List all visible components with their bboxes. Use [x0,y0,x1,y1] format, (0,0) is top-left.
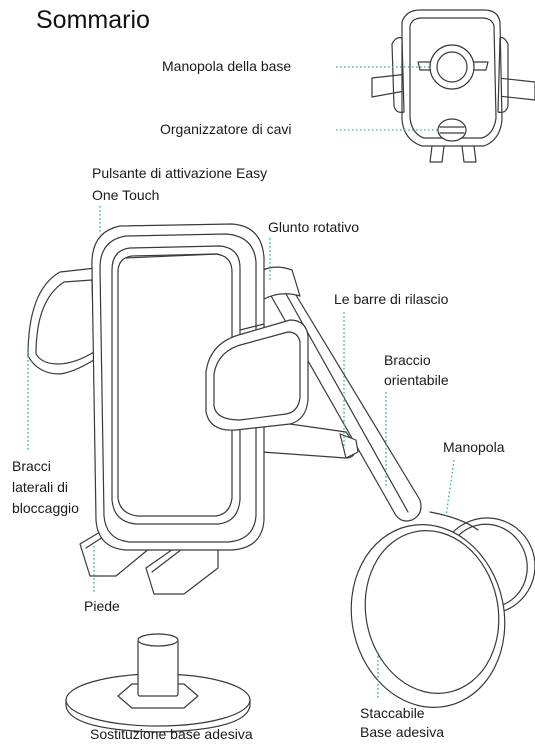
back-view-illustration [372,10,535,162]
label-easy-touch: Pulsante di attivazione Easy One Touch [92,162,267,206]
label-swivel-joint: Glunto rotativo [268,218,359,237]
label-arm-line1: Braccio [384,350,449,370]
label-base-knob: Manopola della base [162,57,291,76]
label-detachable-line1: Staccabile [360,704,444,723]
replacement-pad-illustration [66,634,250,732]
label-arm-line2: orientabile [384,370,449,390]
label-release-bars: Le barre di rilascio [334,290,448,309]
label-easy-touch-line2: One Touch [92,184,267,206]
label-side-arms: Bracci laterali di bloccaggio [12,456,79,519]
label-side-arms-line1: Bracci [12,456,79,477]
label-detachable-line2: Base adesiva [360,723,444,742]
label-cable-organizer: Organizzatore di cavi [160,120,292,139]
label-arm: Braccio orientabile [384,350,449,390]
label-detachable: Staccabile Base adesiva [360,704,444,742]
label-foot: Piede [84,597,120,616]
label-side-arms-line2: laterali di [12,477,79,498]
label-replacement-pad: Sostituzione base adesiva [90,725,253,744]
label-knob: Manopola [443,438,505,457]
label-side-arms-line3: bloccaggio [12,498,79,519]
main-holder-illustration [28,224,535,722]
label-easy-touch-line1: Pulsante di attivazione Easy [92,162,267,184]
leader-knob [446,460,454,516]
